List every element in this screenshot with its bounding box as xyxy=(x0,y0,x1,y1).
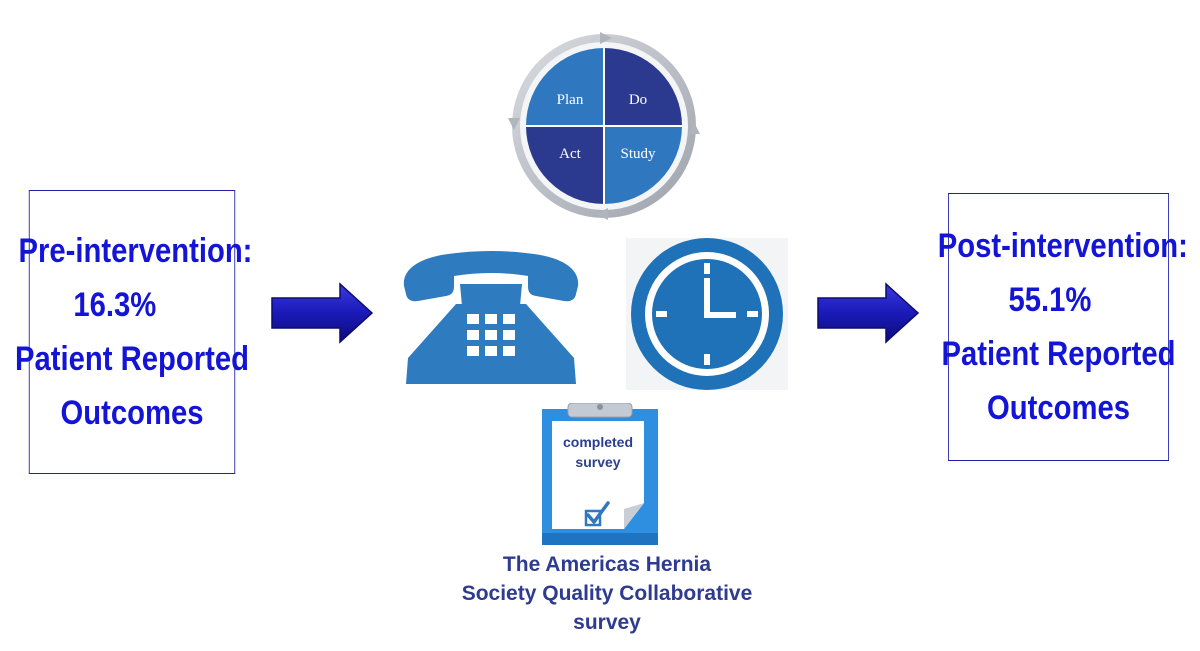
pdsa-act-label: Act xyxy=(559,146,581,162)
pdsa-do-quadrant xyxy=(604,48,682,126)
pdsa-act-quadrant xyxy=(526,126,604,204)
pdsa-study-label: Study xyxy=(620,146,656,162)
post-intervention-box: Post-intervention: 55.1% Patient Reporte… xyxy=(938,193,1188,461)
right-arrow-icon xyxy=(271,282,374,344)
telephone-icon xyxy=(403,251,579,384)
post-intervention-line4: Outcomes xyxy=(986,389,1130,427)
pdsa-plan-label: Plan xyxy=(557,92,584,108)
post-intervention-value: 55.1% xyxy=(1008,281,1092,319)
pdsa-cycle-icon: Plan Do Study Act xyxy=(508,32,700,220)
pre-intervention-line4: Outcomes xyxy=(60,394,204,432)
survey-caption-line1: The Americas Hernia xyxy=(502,553,712,576)
right-arrow-icon xyxy=(817,282,920,344)
pdsa-do-label: Do xyxy=(629,92,647,108)
pre-intervention-value: 16.3% xyxy=(73,286,157,324)
pdsa-plan-quadrant xyxy=(526,48,604,126)
pre-intervention-line3: Patient Reported xyxy=(15,340,249,378)
post-intervention-line3: Patient Reported xyxy=(941,335,1176,373)
pre-intervention-label: Pre-intervention: xyxy=(18,232,253,270)
post-intervention-label: Post-intervention: xyxy=(937,227,1188,265)
survey-caption-line3: survey xyxy=(573,611,641,634)
survey-caption: The Americas Hernia Society Quality Coll… xyxy=(430,550,784,637)
clipboard-line1: completed xyxy=(563,434,633,450)
clipboard-icon: completed survey xyxy=(542,403,658,545)
checkbox-icon xyxy=(584,501,610,527)
clock-icon xyxy=(626,238,788,390)
pdsa-study-quadrant xyxy=(604,126,682,204)
survey-caption-line2: Society Quality Collaborative xyxy=(461,582,753,605)
pre-intervention-box: Pre-intervention: 16.3% Patient Reported… xyxy=(15,190,252,474)
clipboard-line2: survey xyxy=(575,454,620,470)
